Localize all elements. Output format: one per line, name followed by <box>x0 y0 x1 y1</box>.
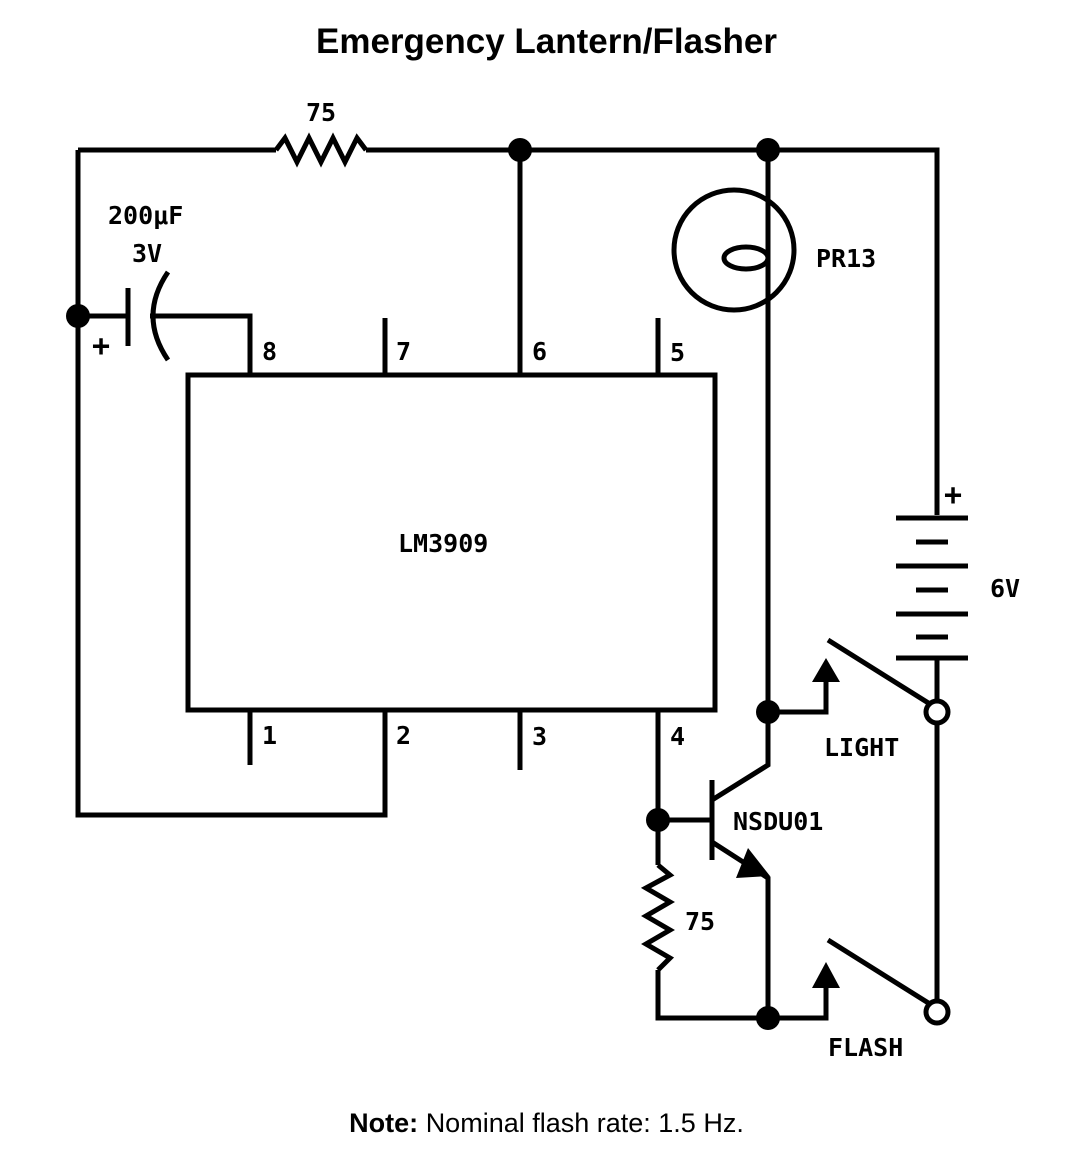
junction-left <box>66 304 90 328</box>
label-flash: FLASH <box>828 1033 903 1062</box>
label-capacitor-plus: + <box>92 329 110 364</box>
junction-top-mid <box>508 138 532 162</box>
label-capacitor-value: 200μF <box>108 201 183 230</box>
lamp-filament <box>721 244 771 272</box>
light-switch-arrow <box>812 658 840 682</box>
wire-flash-switch <box>768 978 829 1021</box>
wire-top-right <box>366 147 940 515</box>
label-pin-6: 6 <box>532 337 547 366</box>
resistor-top <box>274 132 368 168</box>
ic-body <box>185 372 718 713</box>
wire-collector <box>710 150 771 803</box>
wire-left-rail <box>75 150 388 818</box>
transistor-emitter <box>710 839 771 1018</box>
label-transistor: NSDU01 <box>733 807 823 836</box>
note: Note: Nominal flash rate: 1.5 Hz. <box>0 1108 1080 1139</box>
label-pin-5: 5 <box>670 338 685 367</box>
lamp-bulb <box>671 187 797 313</box>
flash-switch-terminal <box>923 998 951 1026</box>
flash-switch-arm <box>826 937 932 1007</box>
label-battery: 6V <box>990 574 1020 603</box>
note-text: Nominal flash rate: 1.5 Hz. <box>425 1108 744 1138</box>
resistor-bottom <box>640 863 675 972</box>
emitter-arrow <box>736 848 770 878</box>
wire-cap-to-pin8 <box>150 313 253 375</box>
junction-base <box>646 808 670 832</box>
label-capacitor-voltage: 3V <box>132 239 162 268</box>
note-label: Note: <box>349 1108 419 1138</box>
label-r-top: 75 <box>306 98 336 127</box>
junction-collector <box>756 700 780 724</box>
label-pin-8: 8 <box>262 337 277 366</box>
label-lamp: PR13 <box>816 244 876 273</box>
label-pin-4: 4 <box>670 722 685 751</box>
label-r-bottom: 75 <box>685 907 715 936</box>
wire-light-switch <box>768 672 829 715</box>
label-light: LIGHT <box>824 733 899 762</box>
light-switch-terminal <box>923 698 951 726</box>
flash-switch-arrow <box>812 962 840 988</box>
label-pin-2: 2 <box>396 721 411 750</box>
junction-top-right <box>756 138 780 162</box>
light-switch-arm <box>826 637 932 707</box>
label-pin-1: 1 <box>262 721 277 750</box>
label-ic-name: LM3909 <box>398 529 488 558</box>
label-pin-3: 3 <box>532 722 547 751</box>
label-battery-plus: + <box>944 478 962 513</box>
label-pin-7: 7 <box>396 337 411 366</box>
junction-emitter <box>756 1006 780 1030</box>
diagram-title: Emergency Lantern/Flasher <box>316 22 777 61</box>
